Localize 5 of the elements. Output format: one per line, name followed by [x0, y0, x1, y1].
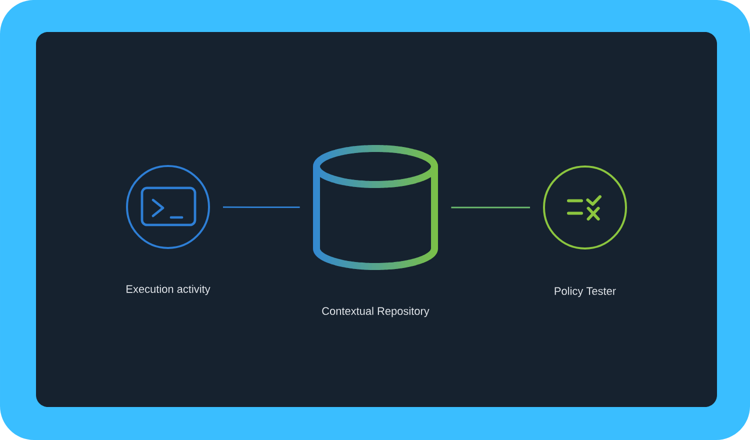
node-label: Contextual Repository — [322, 306, 430, 318]
connector-line — [451, 206, 530, 208]
node-label: Policy Tester — [554, 286, 616, 298]
connector-line — [223, 206, 300, 208]
node-label: Execution activity — [126, 284, 210, 296]
